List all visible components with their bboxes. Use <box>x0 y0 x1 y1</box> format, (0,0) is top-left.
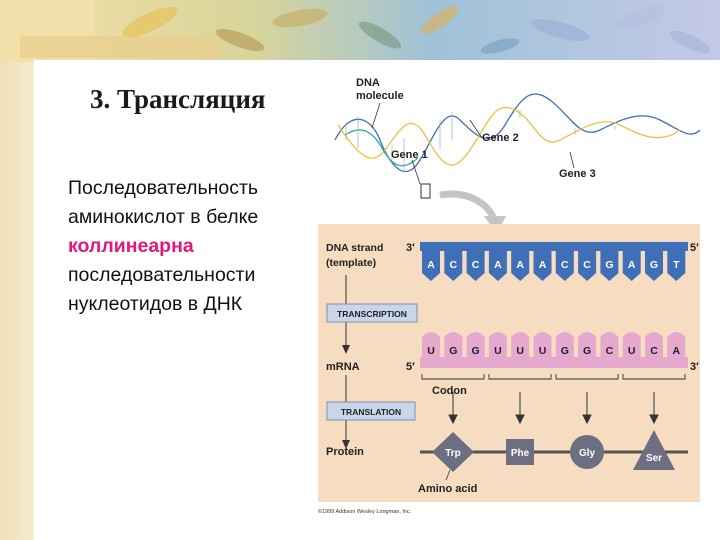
dna-backbone <box>420 242 688 251</box>
body-line: Последовательность <box>68 174 258 203</box>
body-line: последовательности <box>68 261 258 290</box>
mrna-base-letter: U <box>539 345 547 357</box>
amino-acid-label: Trp <box>445 448 461 459</box>
body-line: аминокислот в белке <box>68 203 258 232</box>
gene-label: Gene 3 <box>559 168 596 180</box>
dna-base-letter: C <box>583 259 591 271</box>
mrna-base-letter: G <box>449 345 457 357</box>
dna-base-letter: G <box>605 259 613 271</box>
mrna-base-letter: G <box>583 345 591 357</box>
dna-molecule-label: molecule <box>356 90 404 102</box>
translation-diagram: DNA molecule Gene 1 Gene 2 Gene 3 DNA st… <box>310 64 720 520</box>
mrna-label: mRNA <box>326 361 360 373</box>
dna-base-letter: C <box>450 259 458 271</box>
highlight-word: коллинеарна <box>68 232 258 261</box>
mrna-base-letter: U <box>516 345 524 357</box>
mrna-base-letter: G <box>561 345 569 357</box>
mrna-base-letter: U <box>628 345 636 357</box>
decorative-banner <box>0 0 720 62</box>
three-prime-label: 3′ <box>690 361 699 373</box>
mrna-base-letter: U <box>494 345 502 357</box>
amino-acid-label: Ser <box>646 453 662 464</box>
transcription-label: TRANSCRIPTION <box>337 309 407 319</box>
dna-base-letter: C <box>561 259 569 271</box>
gene-label: Gene 1 <box>391 149 428 161</box>
dna-base-letter: A <box>427 259 435 271</box>
dna-base-letter: A <box>494 259 502 271</box>
dna-molecule-label: DNA <box>356 77 380 89</box>
mrna-base-letter: C <box>606 345 614 357</box>
copyright-text: ©1999 Addison Wesley Longman, Inc. <box>318 509 411 515</box>
amino-acid-label: Phe <box>511 448 530 459</box>
dna-base-letter: T <box>673 259 680 271</box>
slide-body: Последовательность аминокислот в белке к… <box>68 174 258 319</box>
dna-strand-label: (template) <box>326 257 376 269</box>
amino-acid-caption: Amino acid <box>418 483 477 495</box>
three-prime-label: 3′ <box>406 242 415 254</box>
slide-title: 3. Трансляция <box>90 84 266 115</box>
dna-base-letter: C <box>472 259 480 271</box>
dna-base-letter: G <box>650 259 658 271</box>
protein-label: Protein <box>326 446 364 458</box>
dna-base-letter: A <box>628 259 636 271</box>
dna-strand-label: DNA strand <box>326 242 383 254</box>
five-prime-label: 5′ <box>690 242 699 254</box>
translation-label: TRANSLATION <box>341 407 401 417</box>
mrna-base-letter: G <box>472 345 480 357</box>
amino-acid-label: Gly <box>579 448 596 459</box>
mrna-backbone <box>420 357 688 368</box>
body-line: нуклеотидов в ДНК <box>68 290 258 319</box>
dna-helix <box>335 94 700 198</box>
dna-base-letter: A <box>539 259 547 271</box>
parchment-strip <box>0 0 34 540</box>
mrna-base-letter: A <box>673 345 681 357</box>
codon-label: Codon <box>432 385 467 397</box>
dna-base-letter: A <box>516 259 524 271</box>
mrna-base-letter: U <box>427 345 435 357</box>
gene-label: Gene 2 <box>482 132 519 144</box>
mrna-base-letter: C <box>650 345 658 357</box>
five-prime-label: 5′ <box>406 361 415 373</box>
